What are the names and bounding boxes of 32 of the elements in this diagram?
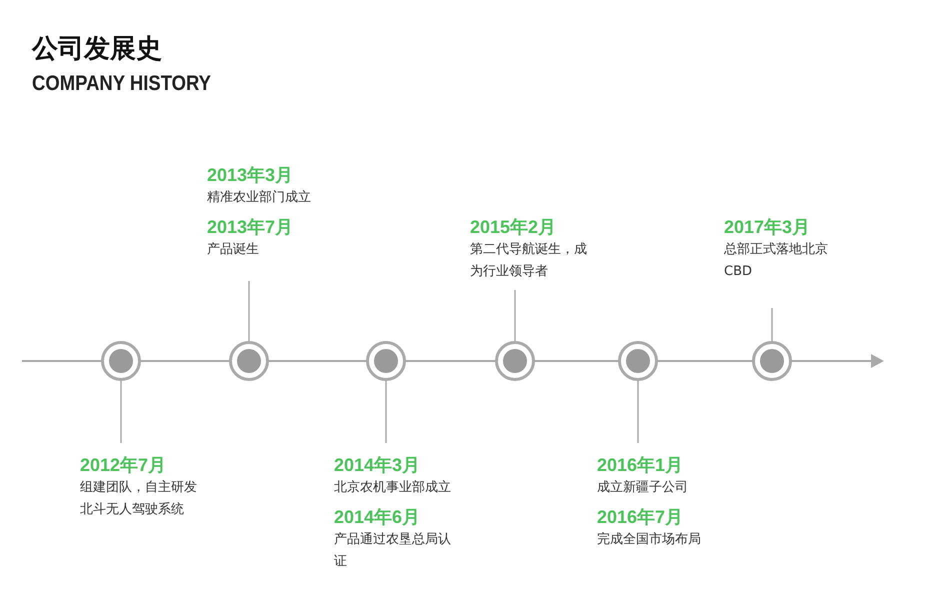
title: 公司发展史: [32, 33, 162, 65]
timeline-dot: [229, 341, 269, 381]
event-description: 产品通过农垦总局认证: [334, 531, 452, 571]
connector-line: [385, 380, 387, 443]
date-label: 2012年7月: [80, 454, 166, 477]
date-label: 2014年6月: [334, 506, 420, 529]
date-label: 2014年3月: [334, 454, 420, 477]
connector-line: [120, 380, 122, 443]
timeline-dot: [495, 341, 535, 381]
connector-line: [771, 308, 773, 342]
connector-line: [637, 380, 639, 443]
timeline-dot: [618, 341, 658, 381]
date-label: 2015年2月: [470, 216, 556, 239]
date-label: 2016年1月: [597, 454, 684, 477]
event-description: 组建团队，自主研发北斗无人驾驶系统: [80, 479, 198, 519]
timeline-dot: [752, 341, 792, 381]
date-label: 2013年7月: [207, 216, 294, 239]
connector-line: [248, 281, 250, 342]
event-description: 完成全国市场布局: [597, 531, 702, 549]
timeline-dot: [101, 341, 141, 381]
date-label: 2016年7月: [597, 506, 684, 529]
event-description: 产品诞生: [207, 241, 260, 259]
date-label: 2013年3月: [207, 164, 294, 187]
date-label: 2017年3月: [724, 216, 810, 239]
timeline-dot: [366, 341, 406, 381]
event-description: 北京农机事业部成立: [334, 479, 452, 497]
event-description: 精准农业部门成立: [207, 189, 312, 207]
event-description: 第二代导航诞生，成为行业领导者: [470, 241, 588, 281]
event-description: 总部正式落地北京CBD: [724, 241, 829, 281]
subtitle: COMPANY HISTORY: [32, 71, 211, 97]
connector-line: [514, 290, 516, 342]
event-description: 成立新疆子公司: [597, 479, 689, 497]
